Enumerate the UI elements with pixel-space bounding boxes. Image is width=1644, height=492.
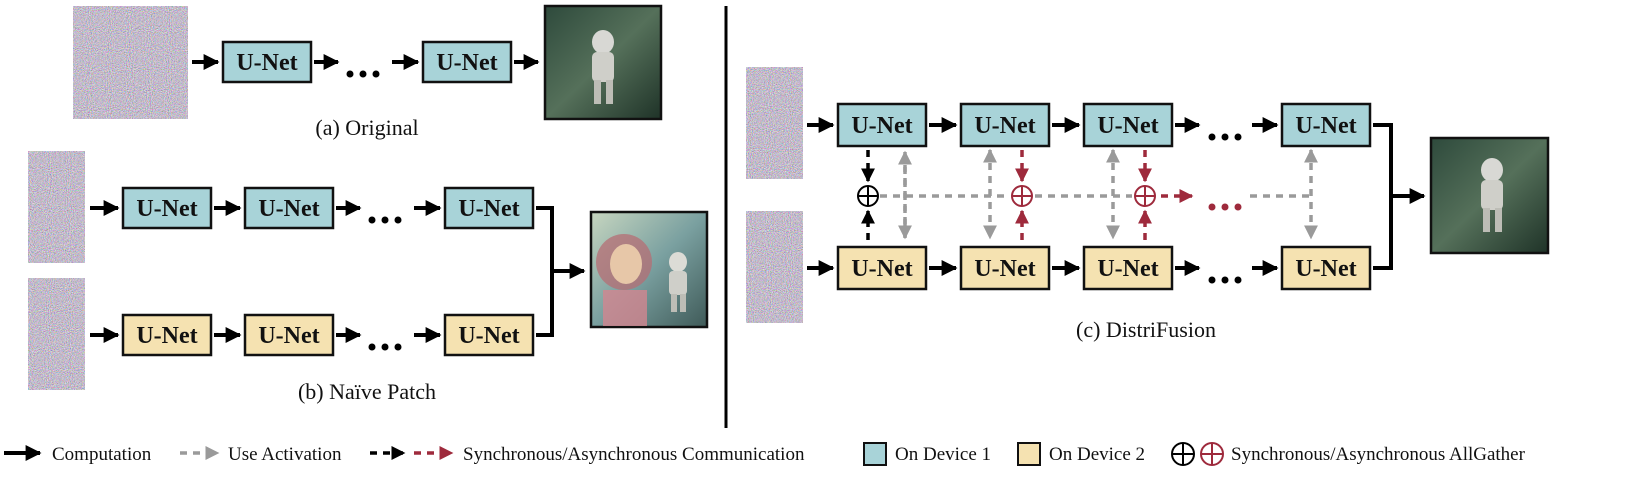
unet-label: U-Net <box>974 113 1035 139</box>
async-ellipsis-dots <box>1208 203 1242 211</box>
legend-computation: Computation <box>4 444 152 465</box>
unet-block-device1: U-Net <box>1280 102 1372 148</box>
legend-device2-label: On Device 2 <box>1049 444 1145 465</box>
legend-communication: Synchronous/Asynchronous Communication <box>370 444 805 465</box>
noise-patch-top <box>744 65 805 181</box>
panel-original: U-Net U-Net (a) Original <box>71 4 663 140</box>
ellipsis-dots <box>368 343 402 351</box>
caption-naive-patch: (b) Naïve Patch <box>298 379 436 404</box>
unet-block-device2: U-Net <box>1082 245 1174 291</box>
legend-allgather: Synchronous/Asynchronous AllGather <box>1171 442 1526 466</box>
unet-block-device2: U-Net <box>959 245 1051 291</box>
unet-block-device1: U-Net <box>121 186 213 230</box>
legend-device1-label: On Device 1 <box>895 444 991 465</box>
unet-label: U-Net <box>1295 256 1356 282</box>
merge-connector <box>536 206 554 337</box>
noise-patch-bottom <box>26 276 87 392</box>
output-portrait-image <box>589 210 709 329</box>
unet-label: U-Net <box>436 50 497 76</box>
legend: Computation Use Activation Synchronous/A… <box>4 442 1526 466</box>
ellipsis-dots <box>1208 133 1242 141</box>
unet-block-device2: U-Net <box>836 245 928 291</box>
async-allgather-symbol <box>1134 185 1156 207</box>
legend-device2: On Device 2 <box>1017 442 1145 466</box>
unet-label: U-Net <box>136 323 197 349</box>
unet-label: U-Net <box>851 113 912 139</box>
unet-label: U-Net <box>136 196 197 222</box>
unet-block-device2: U-Net <box>1280 245 1372 291</box>
unet-label: U-Net <box>851 256 912 282</box>
ellipsis-dots <box>346 70 380 78</box>
legend-activation: Use Activation <box>180 444 342 465</box>
unet-block-device1: U-Net <box>836 102 928 148</box>
legend-activation-label: Use Activation <box>228 444 342 465</box>
legend-device1: On Device 1 <box>863 442 991 466</box>
unet-block-device1: U-Net <box>959 102 1051 148</box>
unet-block-device2: U-Net <box>243 313 335 357</box>
use-activation-arrows <box>880 148 1318 240</box>
unet-block-device1: U-Net <box>221 40 313 84</box>
legend-computation-label: Computation <box>52 444 152 465</box>
output-astronaut-image <box>543 4 663 121</box>
panel-distrifusion: U-Net U-Net U-Net U-Net U-Net U- <box>744 65 1550 342</box>
unet-label: U-Net <box>458 323 519 349</box>
noise-patch-top <box>26 149 87 265</box>
unet-label: U-Net <box>1295 113 1356 139</box>
unet-block-device2: U-Net <box>443 313 535 357</box>
unet-block-device1: U-Net <box>243 186 335 230</box>
unet-label: U-Net <box>1097 113 1158 139</box>
unet-label: U-Net <box>974 256 1035 282</box>
output-astronaut-image <box>1429 136 1550 255</box>
caption-distrifusion: (c) DistriFusion <box>1076 317 1216 342</box>
merge-connector <box>1373 123 1393 270</box>
unet-block-device2: U-Net <box>121 313 213 357</box>
unet-block-device1: U-Net <box>443 186 535 230</box>
ellipsis-dots <box>368 216 402 224</box>
unet-block-device1: U-Net <box>421 40 513 84</box>
panel-naive-patch: U-Net U-Net U-Net U-Net U-Net <box>26 149 709 404</box>
async-allgather-symbol <box>1011 185 1033 207</box>
noise-input-image <box>71 4 190 121</box>
unet-label: U-Net <box>236 50 297 76</box>
legend-communication-label: Synchronous/Asynchronous Communication <box>463 444 805 465</box>
caption-original: (a) Original <box>315 115 418 140</box>
ellipsis-dots <box>1208 276 1242 284</box>
unet-label: U-Net <box>458 196 519 222</box>
unet-block-device1: U-Net <box>1082 102 1174 148</box>
async-communication-arrows <box>1015 150 1194 240</box>
legend-allgather-label: Synchronous/Asynchronous AllGather <box>1231 444 1526 465</box>
noise-patch-bottom <box>744 209 805 325</box>
unet-label: U-Net <box>258 323 319 349</box>
sync-allgather-icon <box>1171 442 1195 466</box>
sync-allgather-symbol <box>857 185 879 207</box>
async-allgather-icon <box>1200 442 1224 466</box>
unet-label: U-Net <box>1097 256 1158 282</box>
unet-label: U-Net <box>258 196 319 222</box>
